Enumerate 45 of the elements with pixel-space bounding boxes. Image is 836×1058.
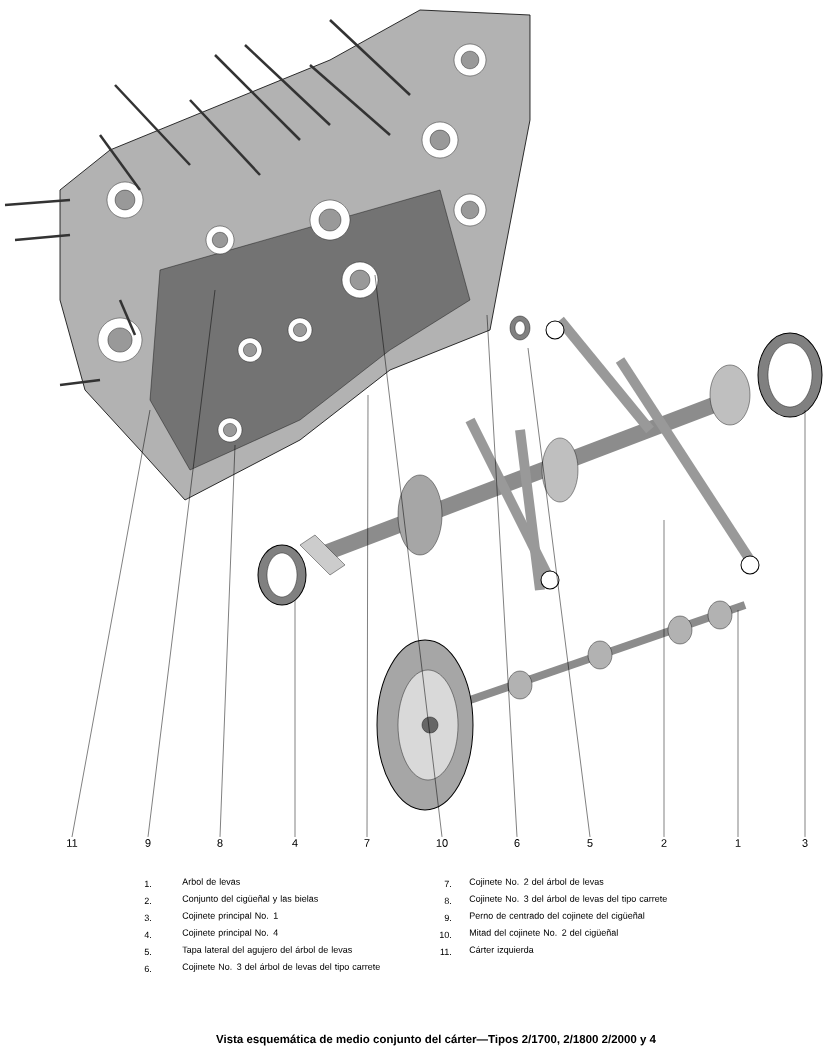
- item-number: 8.: [444, 897, 451, 905]
- leader-line: [147, 289, 216, 838]
- item-description: Cojinete No. 3 del árbol de levas del tipo carrete: [182, 963, 380, 972]
- item-description: Cojinete No. 3 del árbol de levas del tipo carrete: [469, 895, 667, 904]
- item-description: Cárter izquierda: [469, 946, 534, 955]
- item-description: Conjunto del cigüeñal y las bielas: [182, 895, 318, 904]
- item-number: 9.: [444, 914, 451, 922]
- item-description: Tapa lateral del agujero del árbol de levas: [182, 946, 352, 955]
- leader-line: [527, 347, 591, 838]
- callout-number: 11: [67, 839, 78, 847]
- item-description: Perno de centrado del cojinete del cigüeñal: [469, 912, 645, 921]
- item-description: Cojinete principal No. 4: [182, 929, 278, 938]
- callout-number: 10: [436, 839, 448, 847]
- item-number: 4.: [144, 931, 151, 938]
- callout-number: 4: [292, 839, 298, 847]
- item-number: 10.: [440, 931, 451, 939]
- leader-line: [294, 599, 296, 838]
- item-number: 7.: [444, 880, 451, 887]
- callout-number: 3: [802, 839, 808, 847]
- item-number: 6.: [144, 965, 151, 973]
- leader-line: [366, 394, 369, 838]
- leader-line: [219, 444, 236, 838]
- item-number: 11.: [440, 948, 451, 955]
- caption: Vista esquemática de medio conjunto del cárter—Tipos 2/1700, 2/1800 2/2000 y 4: [216, 1034, 656, 1046]
- callout-number: 7: [364, 839, 370, 847]
- callout-number: 5: [587, 839, 593, 847]
- item-number: 5.: [144, 948, 151, 956]
- callout-number: 6: [514, 839, 520, 847]
- callout-number: 8: [217, 839, 223, 847]
- item-number: 1.: [145, 880, 151, 887]
- item-number: 3.: [144, 914, 151, 922]
- item-description: Cojinete principal No. 1: [182, 912, 278, 921]
- callout-number: 9: [145, 839, 151, 847]
- leader-line: [804, 409, 806, 838]
- leader-line: [663, 519, 665, 838]
- callout-number: 2: [661, 839, 667, 847]
- item-description: Cojinete No. 2 del árbol de levas: [469, 878, 604, 887]
- item-description: Arbol de levas: [182, 878, 240, 885]
- callout-number: 1: [735, 839, 741, 847]
- leader-line: [737, 609, 739, 838]
- leader-line: [71, 409, 151, 838]
- leader-line: [374, 274, 443, 838]
- item-description: Mitad del cojinete No. 2 del cigüeñal: [469, 929, 618, 938]
- item-number: 2.: [144, 897, 151, 904]
- leader-line: [486, 314, 518, 838]
